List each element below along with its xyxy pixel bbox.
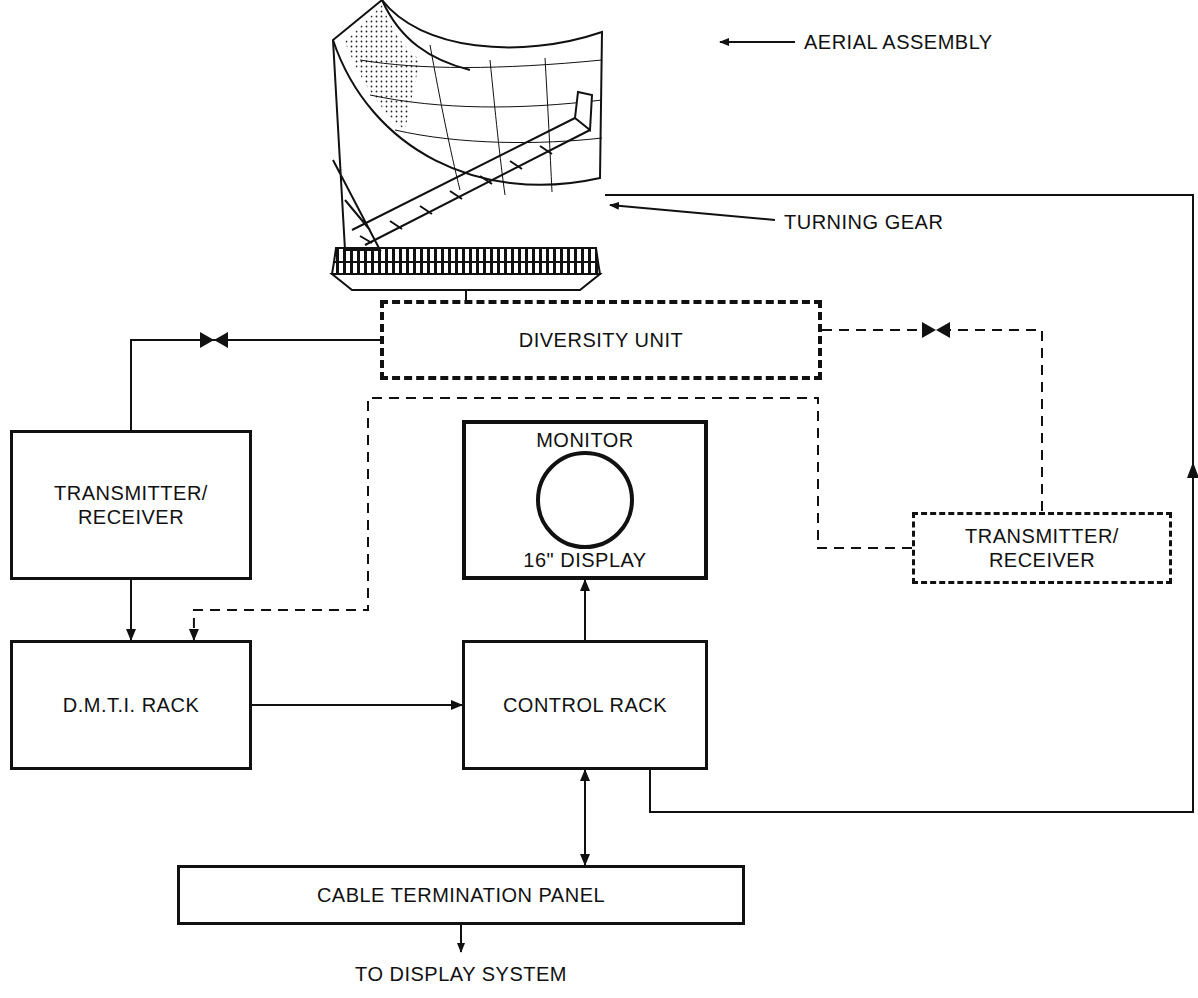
box-label: DIVERSITY UNIT [519,328,683,352]
box-label: CABLE TERMINATION PANEL [317,883,605,907]
output-line [460,925,462,952]
signal-line [584,580,586,640]
part-label: AERIAL ASSEMBLY [802,30,995,54]
turning-gear [332,248,600,290]
rack-box: CONTROL RACK [462,640,708,770]
signal-line [131,340,380,430]
transceiver-box: TRANSMITTER/ RECEIVER [10,430,252,580]
display-circle [538,453,632,547]
arrow-head [1187,462,1198,478]
display-label: 16" DISPLAY [523,548,646,572]
signal-line [130,580,132,640]
transceiver-box: TRANSMITTER/ RECEIVER [912,512,1172,584]
feed-line [465,290,467,300]
aerial-dish [333,0,602,250]
signal-line [252,704,462,706]
panel-box: CABLE TERMINATION PANEL [177,865,745,925]
box-label: CONTROL RACK [503,693,667,717]
diversity-unit: DIVERSITY UNIT [380,300,822,380]
signal-line [194,398,912,640]
signal-line [822,330,1042,512]
box-label: D.M.T.I. RACK [63,693,200,717]
signal-line [584,770,586,865]
leader-line [610,205,775,220]
box-label: TRANSMITTER/ RECEIVER [925,524,1159,572]
box-label: TRANSMITTER/ RECEIVER [23,481,239,529]
display-label: MONITOR [536,428,634,452]
monitor-box: MONITOR 16" DISPLAY [462,420,708,580]
output-label: TO DISPLAY SYSTEM [353,962,569,986]
part-label: TURNING GEAR [782,210,945,234]
rack-box: D.M.T.I. RACK [10,640,252,770]
leader-line [720,41,795,43]
